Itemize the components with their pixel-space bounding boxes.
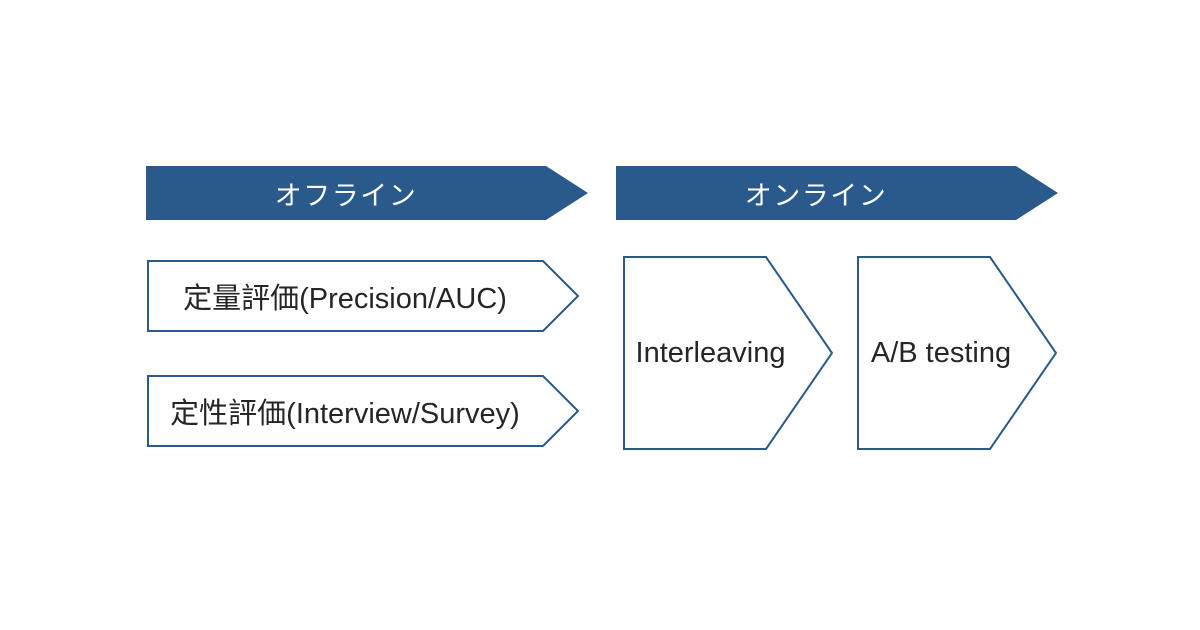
ab-testing-pentagon-shape [857, 256, 1058, 450]
online-banner-shape [616, 166, 1058, 220]
offline-item-qualitative[interactable]: 定性評価(Interview/Survey) [147, 375, 580, 447]
offline-header-banner[interactable]: オフライン [146, 166, 588, 220]
online-item-ab-testing[interactable]: A/B testing [857, 256, 1058, 450]
interleaving-pentagon-shape [623, 256, 834, 450]
online-item-interleaving[interactable]: Interleaving [623, 256, 834, 450]
offline-banner-shape [146, 166, 588, 220]
online-header-banner[interactable]: オンライン [616, 166, 1058, 220]
qualitative-arrow-shape [147, 375, 580, 447]
offline-item-quantitative[interactable]: 定量評価(Precision/AUC) [147, 260, 580, 332]
quantitative-arrow-shape [147, 260, 580, 332]
